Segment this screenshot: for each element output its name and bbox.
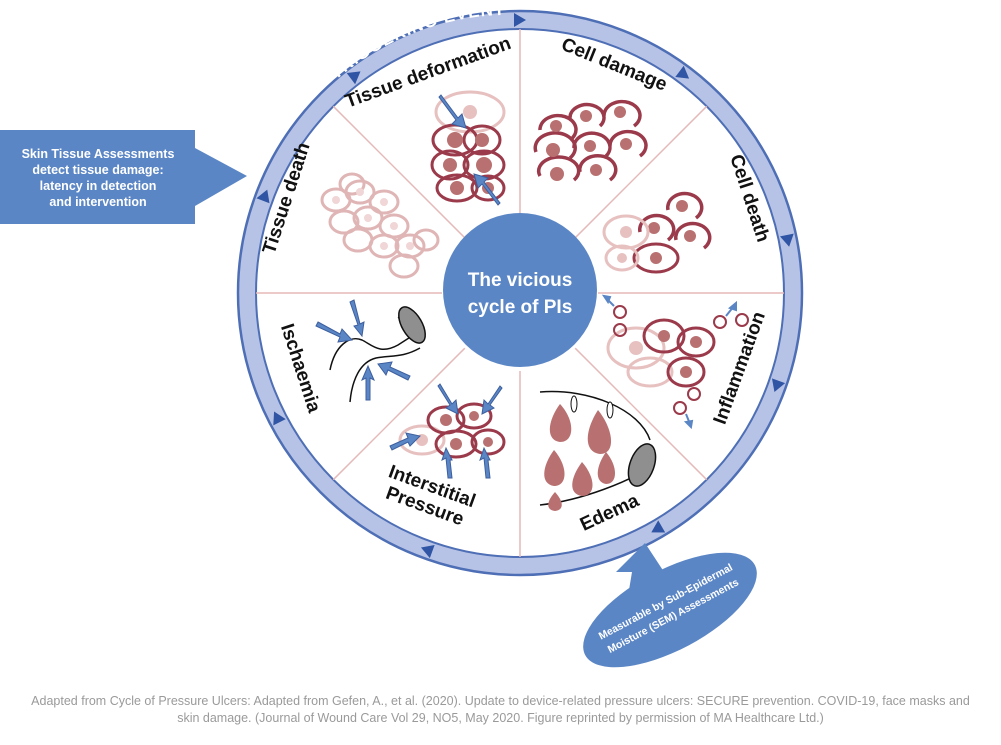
segment-divider	[574, 105, 708, 239]
center-title-line-1: The vicious	[468, 270, 573, 291]
tissue-death-illustration	[320, 172, 440, 279]
interstitial-pressure-illustration	[389, 383, 506, 479]
cycle-direction-arrow-icon	[675, 65, 690, 79]
segment-divider	[574, 347, 708, 481]
cycle-direction-arrow-icon	[771, 378, 786, 393]
ring-arrows	[256, 13, 794, 559]
caption-line-1: Adapted from Cycle of Pressure Ulcers: A…	[31, 694, 970, 708]
blood-vessel-icon	[398, 306, 426, 344]
cycle-direction-arrow-icon	[779, 233, 794, 247]
cycle-direction-arrow-icon	[273, 411, 286, 426]
left-callout-line-4: and intervention	[49, 195, 146, 209]
left-callout-line-3: latency in detection	[40, 179, 157, 193]
pressure-arrow-icon	[315, 299, 411, 401]
center-circle	[443, 213, 597, 367]
inflammation-illustration	[601, 294, 749, 430]
center-title-line-2: cycle of PIs	[468, 297, 573, 318]
skin-assessment-callout: Skin Tissue Assessments detect tissue da…	[0, 130, 247, 224]
cycle-direction-arrow-icon	[651, 520, 666, 533]
edema-illustration	[539, 390, 657, 511]
sem-callout: Measurable by Sub-Epidermal Moisture (SE…	[583, 543, 757, 668]
left-callout-line-2: detect tissue damage:	[32, 163, 163, 177]
cycle-direction-arrow-icon	[346, 71, 361, 85]
segment-dividers	[256, 29, 784, 557]
cell-damage-illustration	[533, 99, 648, 182]
cell-death-illustration	[602, 191, 712, 274]
pressure-arrow-icon	[389, 383, 503, 479]
cycle-direction-arrow-icon	[420, 544, 435, 559]
cycle-direction-arrow-icon	[514, 13, 526, 27]
pressure-arrow-icon	[438, 94, 501, 206]
left-callout-line-1: Skin Tissue Assessments	[22, 147, 175, 161]
caption-line-2: skin damage. (Journal of Wound Care Vol …	[177, 711, 824, 725]
segment-divider	[332, 347, 466, 481]
blood-vessel-icon	[627, 443, 657, 487]
segment-divider	[332, 105, 466, 239]
cycle-direction-arrow-icon	[256, 189, 270, 204]
tissue-deformation-illustration	[430, 90, 506, 206]
ischaemia-illustration	[315, 299, 426, 403]
figure-caption: Adapted from Cycle of Pressure Ulcers: A…	[0, 693, 1001, 727]
